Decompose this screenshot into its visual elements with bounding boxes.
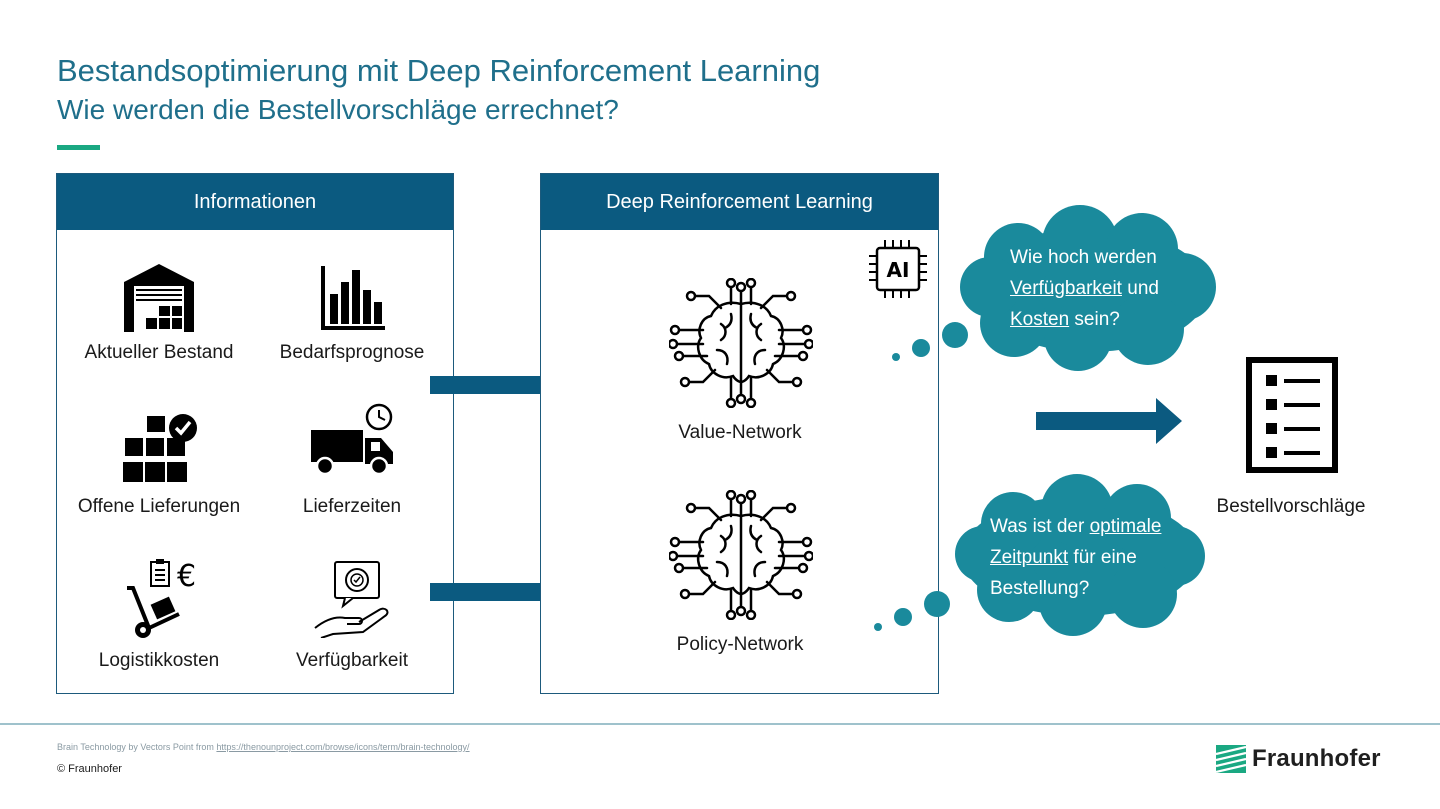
handtruck-euro-icon: € — [127, 559, 196, 638]
brain-circuit-icon — [669, 278, 813, 408]
info-item-label: Offene Lieferungen — [77, 496, 241, 517]
info-item-label: Verfügbarkeit — [296, 650, 408, 671]
footer-divider — [0, 723, 1440, 725]
warehouse-icon — [124, 264, 194, 332]
verfuegbarkeit-link: Verfügbarkeit — [1010, 278, 1122, 299]
thought-cloud-top — [892, 205, 1216, 371]
page-subtitle: Wie werden die Bestellvorschläge errechn… — [57, 94, 619, 125]
credit-link[interactable]: https://thenounproject.com/browse/icons/… — [216, 742, 470, 752]
informationen-panel: Informationen Aktueller Bestand Bedarfsp… — [56, 173, 454, 694]
fraunhofer-logo-icon — [1216, 745, 1246, 773]
info-item-label: Aktueller Bestand — [84, 342, 234, 363]
page-title: Bestandsoptimierung mit Deep Reinforceme… — [57, 53, 821, 88]
svg-text:€: € — [177, 559, 196, 594]
arrow-right-icon — [430, 569, 586, 615]
output-label: Bestellvorschläge — [1216, 496, 1366, 517]
credit-text: Brain Technology by Vectors Point from h… — [57, 742, 470, 752]
drl-header: Deep Reinforcement Learning — [541, 174, 938, 230]
ai-chip-icon: AI — [869, 240, 927, 298]
value-network-label: Value-Network — [678, 422, 802, 443]
brain-circuit-icon — [669, 490, 813, 620]
cloud-top-text: Wie hoch werden Verfügbarkeit und Kosten… — [1010, 247, 1159, 330]
info-item-label: Lieferzeiten — [302, 496, 402, 517]
arrow-right-icon — [430, 362, 586, 408]
arrow-right-icon — [1036, 398, 1182, 444]
checklist-icon — [1246, 357, 1338, 473]
bar-chart-icon — [321, 266, 385, 330]
optimale-link: optimale — [1089, 516, 1162, 537]
ai-badge-text: AI — [887, 258, 910, 282]
accent-bar — [57, 145, 100, 150]
fraunhofer-logo: Fraunhofer — [1216, 745, 1381, 773]
info-item-label: Logistikkosten — [98, 650, 220, 671]
copyright-text: © Fraunhofer — [57, 763, 122, 775]
truck-clock-icon — [311, 403, 393, 476]
info-item-label: Bedarfsprognose — [279, 342, 425, 363]
zeitpunkt-link: Zeitpunkt — [990, 547, 1069, 568]
informationen-header: Informationen — [57, 174, 453, 230]
drl-panel: Deep Reinforcement Learning AI Value-Net… — [540, 173, 939, 694]
cloud-bottom-text: Was ist der optimale Zeitpunkt für eine … — [990, 516, 1162, 599]
policy-network-label: Policy-Network — [676, 634, 804, 655]
kosten-link: Kosten — [1010, 309, 1070, 330]
thought-cloud-bottom — [874, 474, 1205, 636]
hand-badge-icon — [314, 561, 389, 638]
fraunhofer-logo-text: Fraunhofer — [1252, 745, 1381, 772]
boxes-check-icon — [123, 414, 197, 482]
